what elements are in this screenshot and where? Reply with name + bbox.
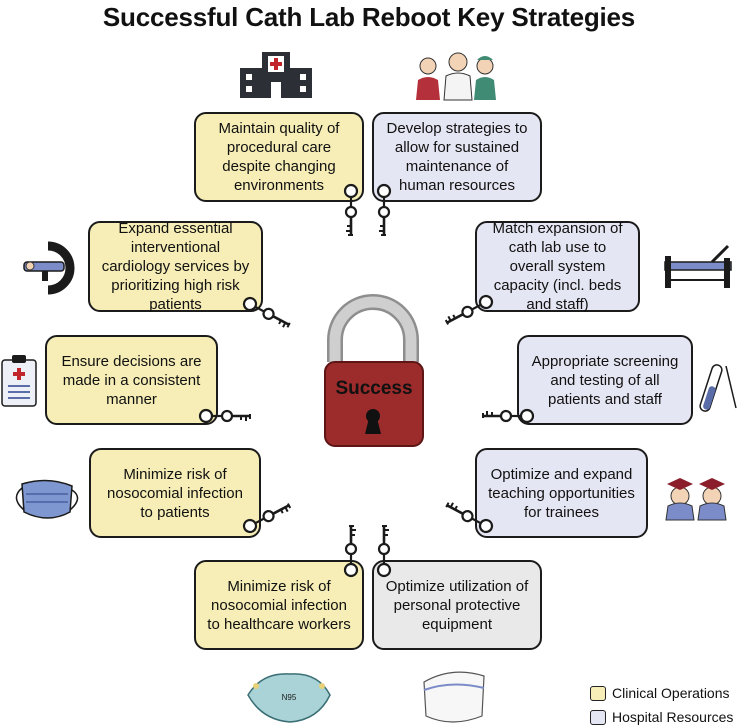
strategy-text: Develop strategies to allow for sustaine… — [386, 120, 528, 194]
key-icon — [481, 408, 535, 424]
key-icon — [240, 294, 293, 332]
hospital-building-icon — [240, 52, 312, 98]
padlock-icon — [324, 294, 424, 447]
key-icon — [240, 498, 293, 536]
test-tube-icon — [699, 364, 737, 412]
key-icon — [343, 524, 359, 578]
face-shield-icon — [423, 671, 485, 723]
strategy-text: Ensure decisions are made in a consisten… — [61, 352, 202, 408]
strategy-teaching: Optimize and expand teaching opportuniti… — [475, 448, 648, 538]
strategy-expand-services: Expand essential interventional cardiolo… — [88, 220, 263, 313]
key-icon — [443, 292, 496, 330]
success-label: Success — [335, 378, 413, 399]
legend-label: Hospital Resources — [612, 709, 734, 725]
graduates-icon — [665, 478, 727, 521]
strategy-text: Minimize risk of nosocomial infection to… — [107, 465, 243, 521]
legend-swatch-hospital — [590, 709, 606, 725]
strategy-text: Optimize utilization of personal protect… — [385, 577, 529, 633]
healthcare-staff-icon — [416, 52, 496, 101]
legend-swatch-clinical — [590, 685, 606, 701]
n95-label: N95 — [282, 693, 297, 702]
key-icon — [343, 183, 359, 237]
strategy-text: Maintain quality of procedural care desp… — [218, 120, 340, 194]
legend-clinical: Clinical Operations — [590, 685, 730, 701]
strategy-text: Optimize and expand teaching opportuniti… — [488, 465, 635, 521]
strategy-screening-testing: Appropriate screening and testing of all… — [517, 335, 693, 425]
clipboard-icon — [1, 355, 37, 407]
ct-scanner-icon — [23, 241, 75, 295]
key-icon — [376, 524, 392, 578]
page-title: Successful Cath Lab Reboot Key Strategie… — [102, 2, 636, 32]
strategy-infection-workers: Minimize risk of nosocomial infection to… — [194, 560, 364, 650]
strategy-text: Minimize risk of nosocomial infection to… — [207, 577, 351, 633]
strategy-text: Appropriate screening and testing of all… — [531, 352, 679, 408]
strategy-maintain-quality: Maintain quality of procedural care desp… — [194, 112, 364, 202]
strategy-ppe: Optimize utilization of personal protect… — [372, 560, 542, 650]
strategy-develop-strategies: Develop strategies to allow for sustaine… — [372, 112, 542, 202]
surgical-mask-icon — [15, 479, 79, 519]
legend-label: Clinical Operations — [612, 685, 730, 701]
strategy-infection-patients: Minimize risk of nosocomial infection to… — [89, 448, 261, 538]
legend-hospital: Hospital Resources — [590, 709, 733, 725]
strategy-text: Match expansion of cath lab use to overa… — [492, 220, 623, 313]
key-icon — [198, 408, 252, 424]
key-icon — [443, 498, 496, 536]
hospital-bed-icon — [664, 244, 732, 288]
strategy-match-expansion: Match expansion of cath lab use to overa… — [475, 220, 640, 313]
n95-mask-icon: N95 — [247, 673, 331, 723]
strategy-text: Expand essential interventional cardiolo… — [101, 220, 250, 313]
key-icon — [376, 183, 392, 237]
strategy-consistent-decisions: Ensure decisions are made in a consisten… — [45, 335, 218, 425]
